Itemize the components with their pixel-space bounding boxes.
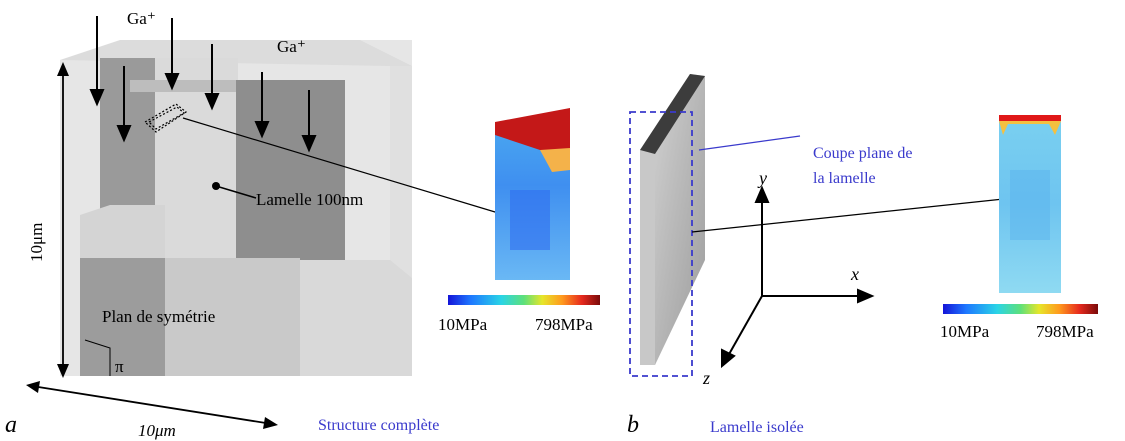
ion-arrow-head [116, 125, 132, 143]
axis-z-head [721, 348, 736, 369]
step-front-face [165, 258, 300, 376]
panel-letter-b: b [627, 412, 639, 438]
leader-line-right [691, 197, 1014, 233]
ion-arrow-head [254, 121, 270, 139]
leader-line-left [182, 117, 506, 216]
height-dim-label: 10μm [27, 223, 46, 262]
axis-x-head [857, 288, 875, 304]
width-dim-label: 10μm [138, 421, 176, 440]
ion-label-1: Ga⁺ [127, 9, 156, 28]
lamella-pointer-line [215, 185, 257, 199]
dashed-selection-box [629, 111, 693, 377]
axis-y-head [754, 185, 770, 203]
stress-map-right [999, 115, 1061, 293]
isolated-lamella [640, 74, 705, 365]
colorbar-left-min: 10MPa [438, 315, 488, 334]
ion-arrow-head [301, 135, 317, 153]
ion-label-2: Ga⁺ [277, 37, 306, 56]
axis-x-label: x [850, 264, 859, 284]
axis-y-label: y [757, 168, 767, 188]
axes-triad [721, 185, 875, 369]
caption-left: Structure complète [318, 417, 439, 434]
colorbar-right-min: 10MPa [940, 322, 990, 341]
colorbar-left-max: 798MPa [535, 315, 593, 334]
pi-label: π [115, 357, 124, 376]
symmetry-label: Plan de symétrie [102, 307, 215, 326]
step-upper [80, 205, 165, 270]
ion-arrow-head [89, 89, 105, 107]
height-dimension [57, 62, 69, 378]
section-label-1: Coupe plane de [813, 145, 913, 162]
caption-right: Lamelle isolée [710, 419, 804, 436]
section-leader-line [698, 135, 801, 151]
ion-arrow-head [164, 73, 180, 91]
stress-map-left [495, 108, 570, 280]
axis-z-label: z [702, 368, 710, 388]
symmetry-plane-face [80, 258, 165, 376]
colorbar-right [943, 304, 1098, 314]
trench-top-edge [130, 80, 236, 92]
section-label-2: la lamelle [813, 170, 876, 187]
width-dimension [26, 381, 278, 429]
colorbar-right-max: 798MPa [1036, 322, 1094, 341]
ion-arrow-head [204, 93, 220, 111]
lamella-label: Lamelle 100nm [256, 190, 363, 209]
ion-arrows [89, 16, 317, 153]
panel-letter-a: a [5, 412, 17, 438]
wall-middle-light [155, 58, 238, 270]
lamella-dotted-box [143, 103, 188, 133]
axis-z-line [727, 295, 763, 357]
colorbar-left [448, 295, 600, 305]
pi-angle-mark [84, 339, 111, 376]
